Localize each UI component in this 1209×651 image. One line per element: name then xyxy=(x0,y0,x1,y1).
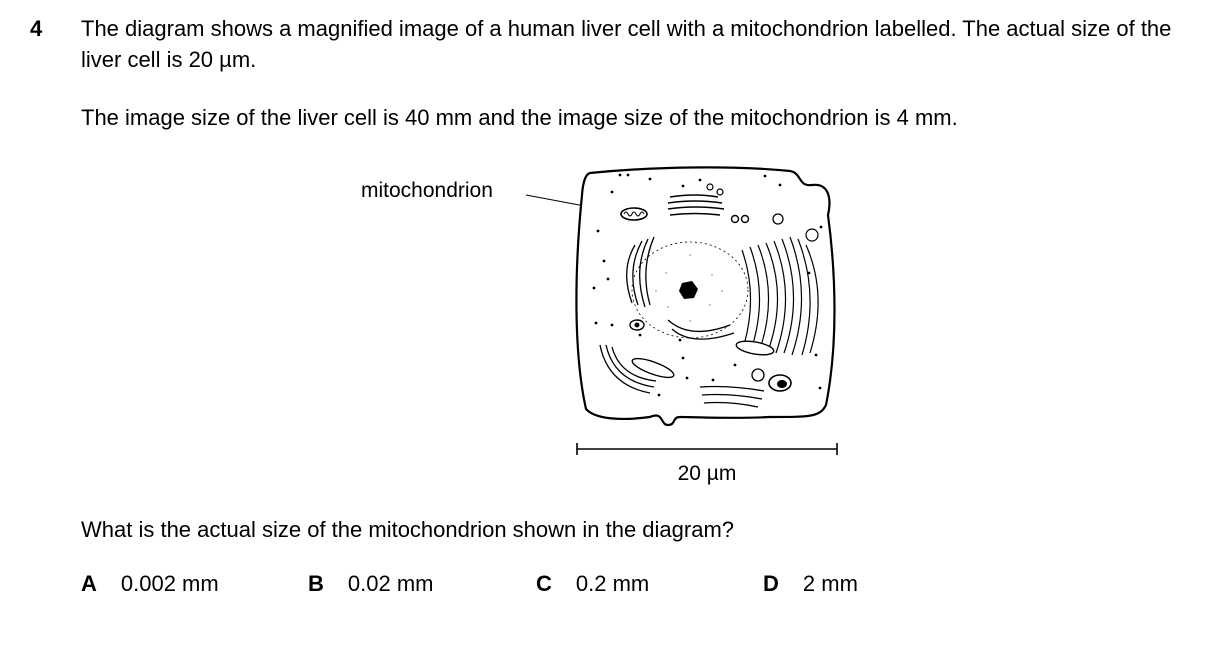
option-letter: C xyxy=(536,571,552,596)
option-b[interactable]: B 0.02 mm xyxy=(308,571,433,597)
question-image-size-paragraph: The image size of the liver cell is 40 m… xyxy=(81,105,958,130)
mitochondrion-label: mitochondrion xyxy=(361,179,493,202)
nucleus xyxy=(631,241,749,339)
other-organelles xyxy=(629,183,819,392)
option-c[interactable]: C 0.2 mm xyxy=(536,571,649,597)
scale-bar xyxy=(576,443,838,455)
ribosome-dots xyxy=(592,173,823,397)
option-value: 0.002 mm xyxy=(120,571,219,596)
option-d[interactable]: D 2 mm xyxy=(763,571,858,597)
golgi-stack xyxy=(667,194,750,224)
question-intro-paragraph: The diagram shows a magnified image of a… xyxy=(81,16,1172,72)
option-value: 0.02 mm xyxy=(347,571,434,596)
option-letter: A xyxy=(81,571,97,596)
option-a[interactable]: A 0.002 mm xyxy=(81,571,219,597)
labelled-mitochondrion xyxy=(620,207,648,221)
option-value: 2 mm xyxy=(802,571,858,596)
scale-bar-label: 20 µm xyxy=(678,462,737,485)
option-letter: D xyxy=(763,571,779,596)
liver-cell-diagram: mitochondrion xyxy=(361,166,838,485)
option-value: 0.2 mm xyxy=(575,571,650,596)
endoplasmic-reticulum xyxy=(599,236,765,408)
rough-er-right xyxy=(741,236,819,356)
question-number: 4 xyxy=(30,16,43,41)
option-letter: B xyxy=(308,571,324,596)
question-prompt: What is the actual size of the mitochond… xyxy=(81,517,735,542)
